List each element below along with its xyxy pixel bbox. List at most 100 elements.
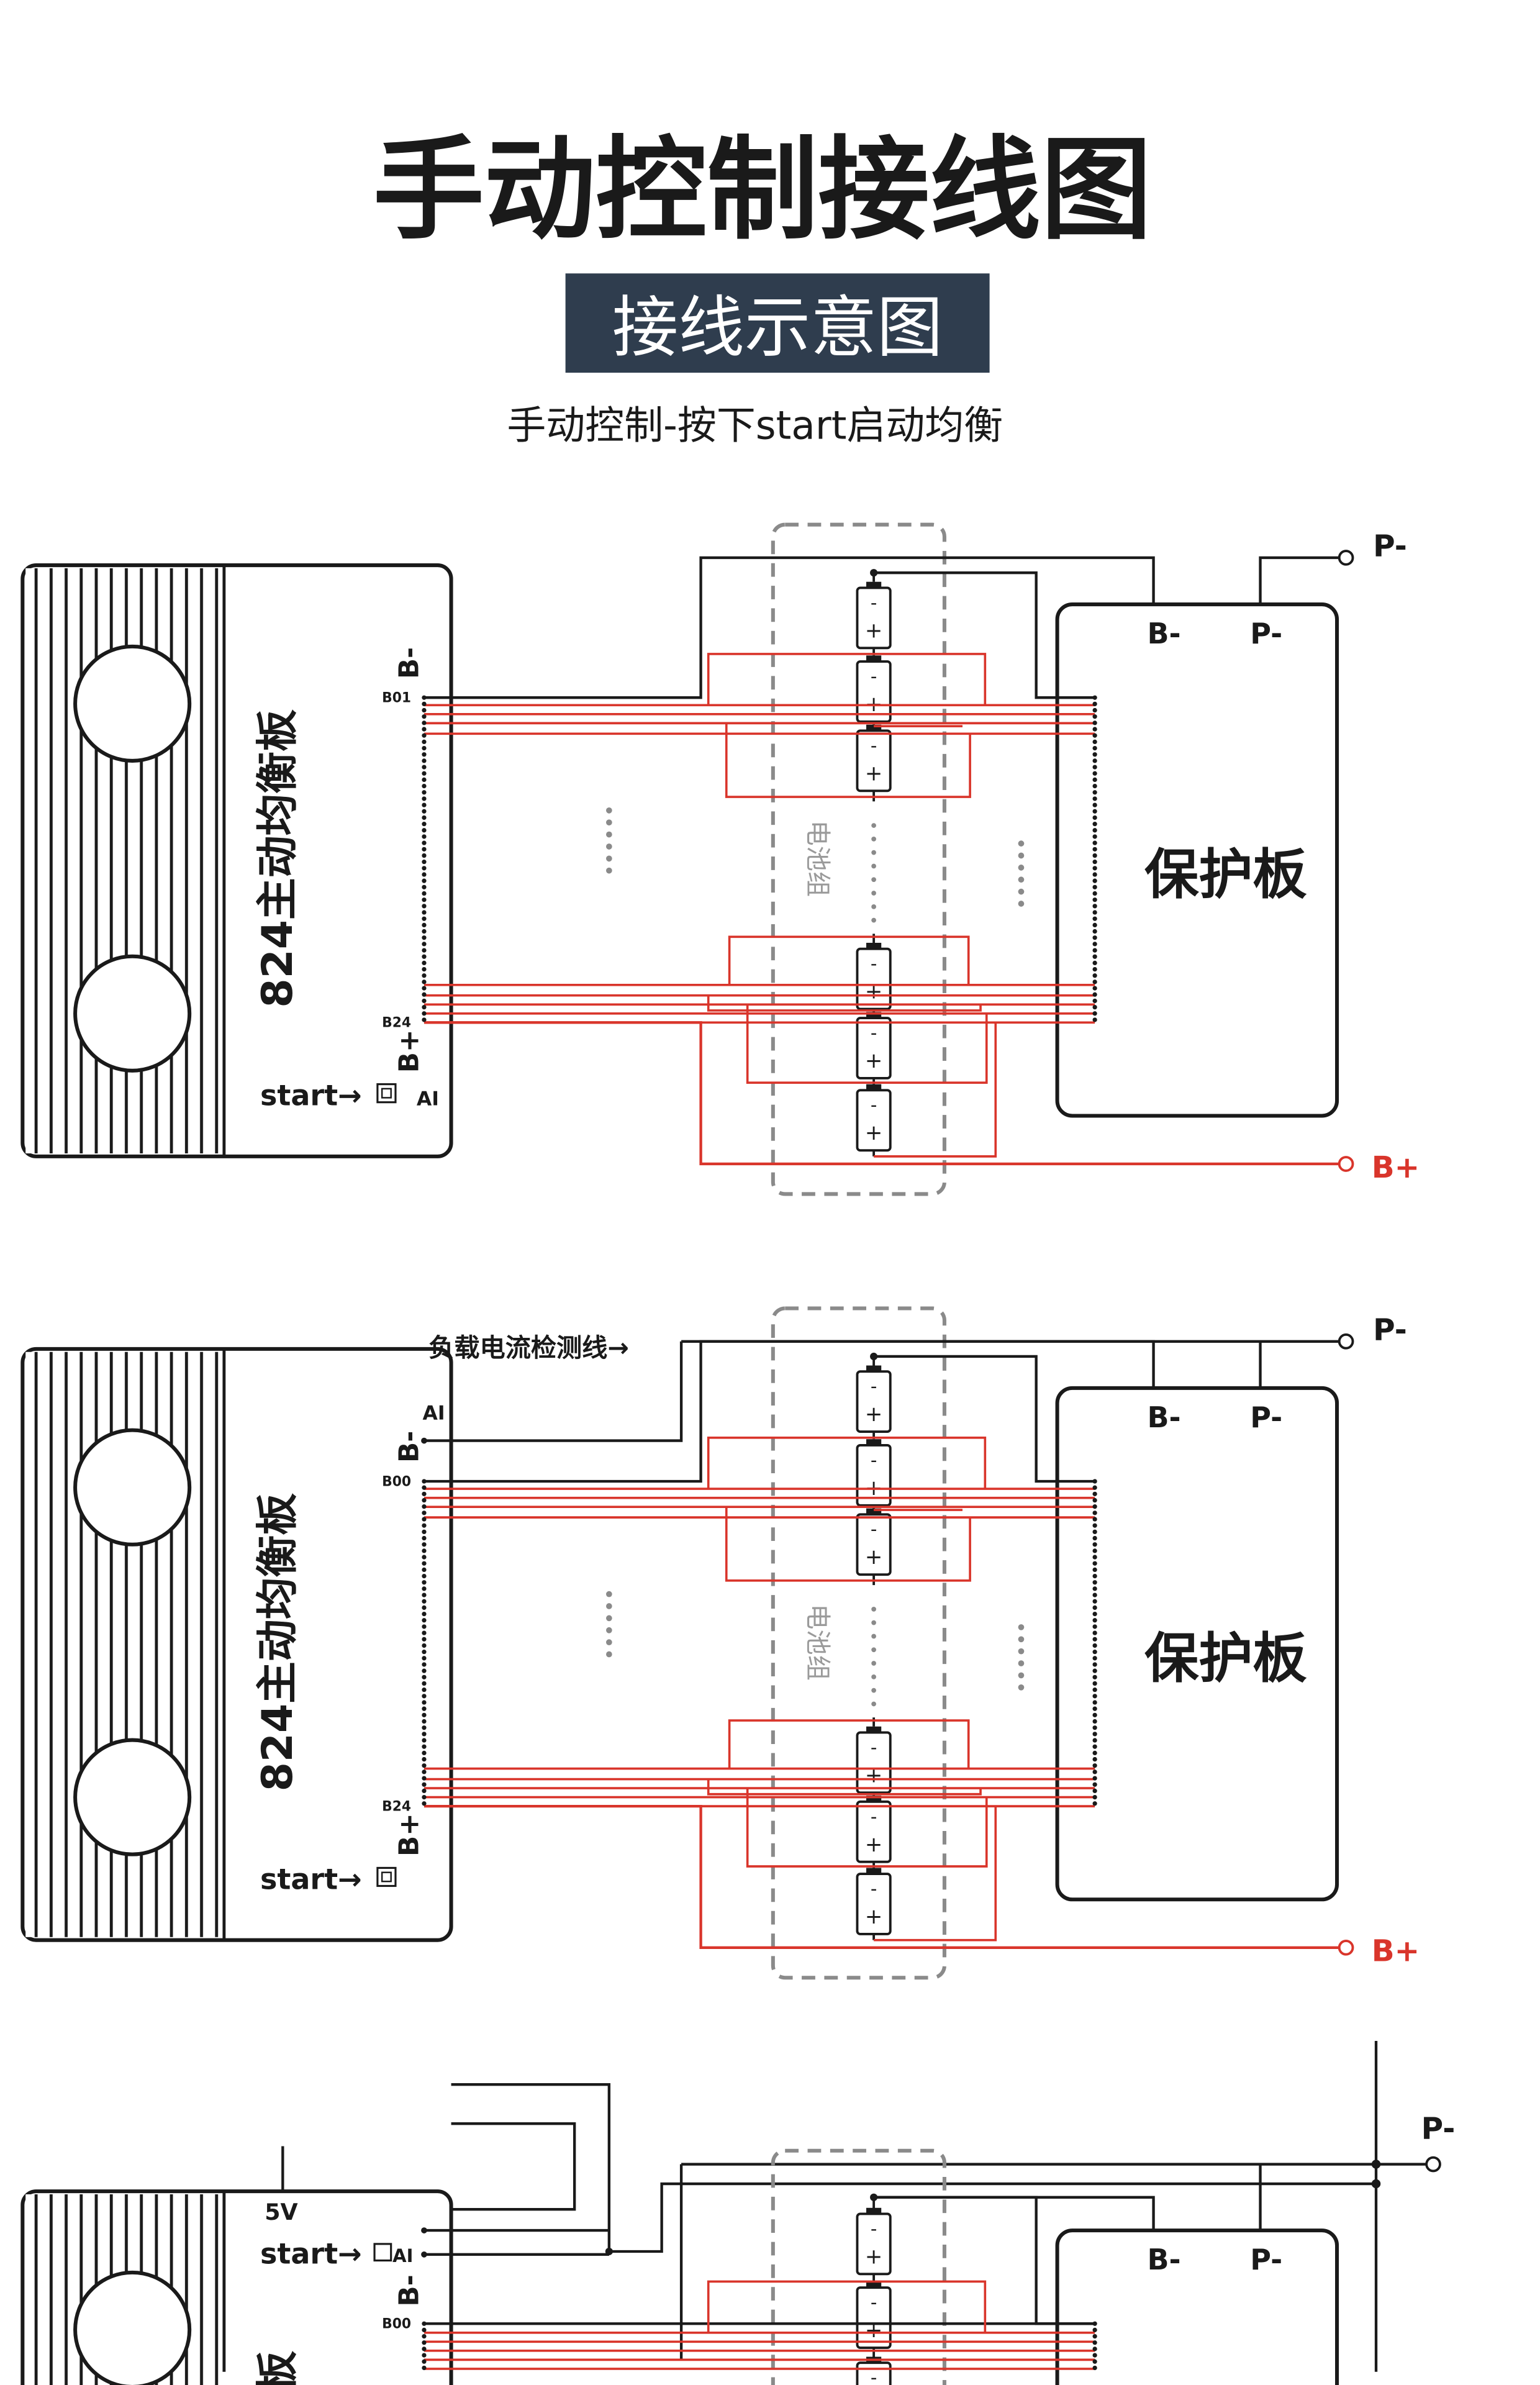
junction-dot: [1092, 1580, 1097, 1585]
junction-dot: [1092, 765, 1097, 770]
junction-dot: [1092, 1542, 1097, 1547]
cell-cap: [866, 1084, 882, 1091]
cell-plus-sign: +: [865, 1545, 882, 1569]
junction-dot: [871, 1606, 876, 1612]
junction-dot: [606, 1615, 612, 1622]
junction-dot: [1092, 992, 1097, 997]
cell-plus-sign: +: [865, 979, 882, 1004]
junction-dot: [422, 948, 427, 953]
battery-cell: -+: [856, 724, 892, 793]
battery-pack-label: 电池组: [803, 1604, 833, 1680]
battery-cell: -+: [856, 1796, 892, 1863]
junction-dot: [1092, 1592, 1097, 1597]
junction-dot: [606, 855, 612, 862]
junction-dot: [1092, 1643, 1097, 1648]
junction-dot: [1018, 1636, 1025, 1643]
cell-plus-sign: +: [865, 1904, 882, 1928]
junction-dot: [422, 790, 427, 795]
junction-dot: [422, 752, 427, 757]
junction-dot: [1092, 1011, 1097, 1016]
cell-minus-sign: -: [871, 1094, 877, 1115]
balance-lead: [746, 1004, 874, 1084]
junction-dot: [1092, 891, 1097, 896]
p-minus-label: P-: [1373, 529, 1407, 564]
junction-dot: [1092, 1694, 1097, 1699]
junction-dot: [1092, 1700, 1097, 1705]
cell-plus-sign: +: [865, 2318, 882, 2342]
junction-dot: [1018, 1624, 1025, 1630]
junction-dot: [422, 733, 427, 738]
junction-dot: [1092, 1605, 1097, 1610]
junction-dot: [422, 1523, 427, 1528]
junction-dot: [422, 1794, 427, 1800]
wire: [609, 2182, 1377, 2253]
protection-pin-b-minus: B-: [1147, 2243, 1180, 2276]
cell-cap: [866, 724, 882, 731]
balancer-pin-first: B00: [382, 1474, 411, 1489]
cell-minus-sign: -: [871, 953, 877, 974]
junction-dot: [1092, 1611, 1097, 1617]
junction-dot: [606, 867, 612, 874]
junction-dot: [1092, 2340, 1097, 2345]
junction-dot: [422, 1529, 427, 1535]
junction-dot: [422, 1738, 427, 1743]
junction-dot: [422, 1662, 427, 1667]
cell-minus-sign: -: [871, 2218, 877, 2239]
junction-dot: [871, 877, 876, 883]
junction-dot: [422, 935, 427, 940]
junction-dot: [422, 897, 427, 902]
junction-dot: [1092, 948, 1097, 953]
junction-dot: [1092, 1674, 1097, 1679]
p-minus-terminal: [1338, 550, 1354, 566]
junction-dot: [422, 847, 427, 852]
junction-dot: [1092, 1637, 1097, 1642]
junction-dot: [422, 1586, 427, 1591]
cell-minus-sign: -: [871, 2292, 877, 2313]
junction-dot: [422, 802, 427, 807]
junction-dot: [1018, 901, 1025, 907]
balance-lead: [728, 1719, 874, 1769]
junction-dot: [1092, 707, 1097, 713]
junction-dot: [422, 2359, 427, 2364]
junction-dot: [422, 1637, 427, 1642]
junction-dot: [1092, 758, 1097, 763]
cell-cap: [866, 2281, 882, 2288]
ai-pin-label: AI: [392, 2245, 413, 2266]
junction-dot: [870, 569, 878, 577]
junction-dot: [422, 727, 427, 732]
junction-dot: [422, 1573, 427, 1579]
junction-dot: [1092, 929, 1097, 934]
balance-lead: [874, 2280, 987, 2333]
wiring-diagram-1: 电池组-+-+-+-+-+-+824主动均衡板B-P-保护板B+B-B+B01B…: [20, 522, 1420, 1196]
junction-dot: [422, 1788, 427, 1794]
junction-dot: [1092, 771, 1097, 776]
junction-dot: [1092, 1535, 1097, 1541]
junction-dot: [1092, 1555, 1097, 1560]
junction-dot: [422, 1567, 427, 1573]
junction-dot: [422, 1479, 427, 1484]
junction-dot: [422, 866, 427, 871]
cell-cap: [866, 1726, 882, 1733]
junction-dot: [422, 973, 427, 978]
junction-dot: [1092, 777, 1097, 783]
battery-cell: -+: [856, 1084, 892, 1152]
cell-plus-sign: +: [865, 2244, 882, 2268]
junction-dot: [1092, 802, 1097, 807]
balancer-board: 824主动均衡板: [20, 563, 453, 1158]
p-minus-wire: [1259, 556, 1339, 605]
cell-minus-sign: -: [871, 1806, 877, 1827]
cell-cap: [866, 2207, 882, 2214]
battery-cell: -+: [856, 942, 892, 1011]
junction-dot: [422, 1776, 427, 1781]
junction-dot: [1092, 1650, 1097, 1655]
junction-dot: [422, 1769, 427, 1774]
balancer-pin-first: B01: [382, 690, 411, 706]
junction-dot: [1092, 1681, 1097, 1686]
battery-cell: -+: [856, 1012, 892, 1079]
junction-dot: [1092, 714, 1097, 719]
junction-dot: [1092, 878, 1097, 883]
junction-dot: [1092, 1517, 1097, 1522]
b-plus-wire: [424, 1021, 1339, 1166]
junction-dot: [1018, 1672, 1025, 1679]
junction-dot: [871, 1674, 876, 1679]
